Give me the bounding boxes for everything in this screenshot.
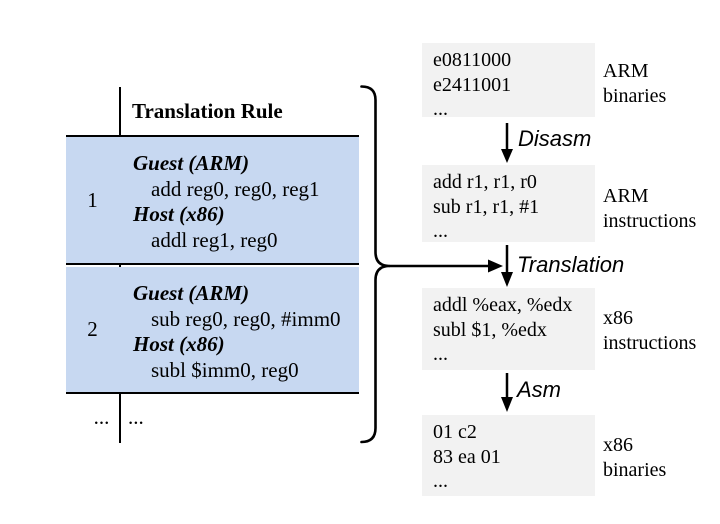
translation-label: Translation — [517, 252, 625, 277]
x86-instructions-label: x86 instructions — [603, 307, 697, 354]
code-line: ... — [433, 220, 448, 242]
code-line: e2411001 — [433, 73, 512, 96]
guest-label: Guest (ARM) — [133, 281, 250, 305]
code-line: addl %eax, %edx — [433, 294, 573, 316]
ellipsis-row-content: ... — [128, 405, 144, 429]
arm-instructions-label: ARM instructions — [603, 185, 697, 232]
table-bottom-line — [66, 392, 359, 394]
down-arrow-asm — [501, 373, 513, 412]
translation-rule-table: Translation Rule 1 Guest (ARM) add reg0,… — [66, 87, 359, 443]
x86-binaries-label: x86 binaries — [603, 434, 667, 481]
rule-number: 1 — [87, 187, 98, 212]
table-row-1: 1 Guest (ARM) add reg0, reg0, reg1 Host … — [66, 137, 359, 263]
table-header: Translation Rule — [132, 98, 283, 123]
guest-code: sub reg0, reg0, #imm0 — [151, 306, 341, 331]
code-line: subl $1, %edx — [433, 318, 547, 341]
x86-binaries-box: 01 c2 83 ea 01 ... — [422, 415, 595, 496]
guest-code: add reg0, reg0, reg1 — [151, 176, 320, 201]
code-line: add r1, r1, r0 — [433, 171, 537, 193]
down-arrow-translation — [501, 245, 513, 287]
table-header-underline — [66, 135, 359, 137]
curly-brace — [360, 85, 390, 444]
arm-binaries-box: e0811000 e2411001 ... — [422, 43, 595, 120]
code-line: ... — [433, 343, 448, 365]
code-line: ... — [433, 98, 448, 120]
x86-instructions-box: addl %eax, %edx subl $1, %edx ... — [422, 288, 595, 370]
host-label: Host (x86) — [133, 202, 225, 226]
table-row-2: 2 Guest (ARM) sub reg0, reg0, #imm0 Host… — [66, 267, 359, 392]
code-line: ... — [433, 470, 448, 492]
guest-label: Guest (ARM) — [133, 151, 250, 175]
code-line: 01 c2 — [433, 421, 477, 443]
rule-number: 2 — [87, 317, 98, 341]
host-code: subl $imm0, reg0 — [151, 357, 299, 382]
down-arrow-disasm — [501, 123, 513, 163]
right-arrow — [389, 259, 503, 273]
rule-content: Guest (ARM) add reg0, reg0, reg1 Host (x… — [122, 151, 355, 253]
host-code: addl reg1, reg0 — [151, 227, 278, 252]
disasm-label: Disasm — [518, 126, 592, 151]
arm-instructions-box: add r1, r1, r0 sub r1, r1, #1 ... — [422, 165, 595, 242]
host-label: Host (x86) — [133, 332, 225, 356]
code-line: 83 ea 01 — [433, 445, 501, 468]
table-column-divider — [119, 87, 121, 443]
arm-binaries-label: ARM binaries — [603, 60, 667, 107]
code-line: e0811000 — [433, 49, 512, 71]
table-row-divider — [66, 263, 359, 265]
asm-label: Asm — [517, 377, 561, 402]
rule-content: Guest (ARM) sub reg0, reg0, #imm0 Host (… — [122, 281, 355, 383]
code-line: sub r1, r1, #1 — [433, 195, 540, 218]
ellipsis-row-number: ... — [93, 405, 110, 429]
